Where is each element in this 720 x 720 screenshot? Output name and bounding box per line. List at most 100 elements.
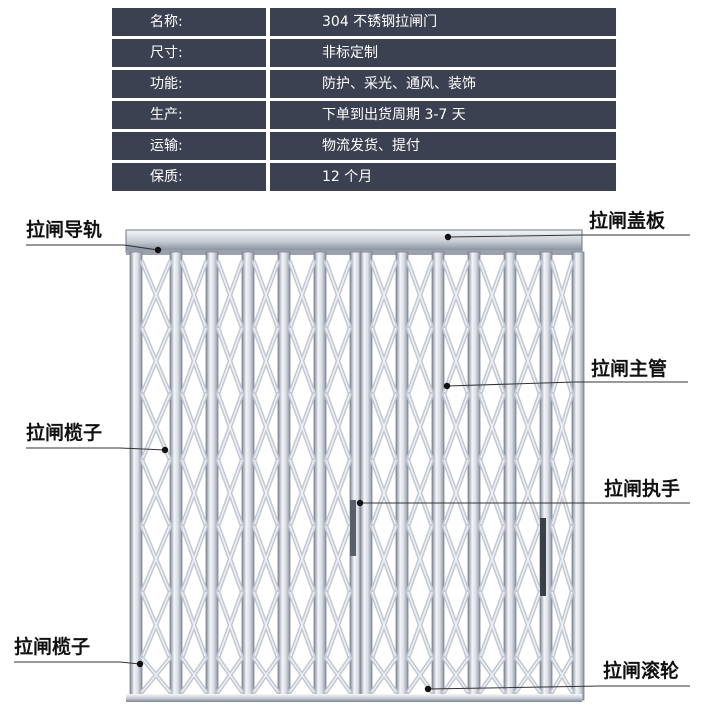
bottom-rail [126,694,582,702]
leader-dot [356,499,364,507]
spec-value: 物流发货、提付 [270,132,616,160]
lattice-highlight [371,327,397,395]
label-roller: 拉闸滚轮 [603,660,680,682]
label-guide-rail: 拉闸导轨 [26,219,103,241]
spec-key: 名称: [112,8,266,36]
lattice-highlight [217,393,243,461]
label-cover-plate: 拉闸盖板 [589,210,666,232]
gate-post [313,251,327,701]
lattice-highlight [371,261,397,329]
spec-row-shipping: 运输: 物流发货、提付 [112,132,616,160]
gate-post [205,251,219,701]
gate-post [129,251,143,701]
lattice-highlight [551,393,573,461]
lattice-highlight [407,459,433,527]
leader-line [447,234,690,238]
lattice-highlight [515,657,541,693]
lattice-highlight [407,525,433,593]
lattice-highlight [443,459,469,527]
spec-key: 功能: [112,70,266,98]
lattice-highlight [253,525,279,593]
handle-bar [540,518,546,596]
spec-value: 下单到出货周期 3-7 天 [270,101,616,129]
leader-line [427,685,690,690]
spec-row-warranty: 保质: 12 个月 [112,163,616,191]
lattice-highlight [253,393,279,461]
spec-value: 防护、采光、通风、装饰 [270,70,616,98]
leader-dot [444,233,452,241]
leader-dot [136,660,144,668]
lattice-highlight [443,525,469,593]
lattice-highlight [141,525,171,593]
lattice-highlight [551,261,573,329]
lattice-highlight [551,459,573,527]
lattice-highlight [181,525,207,593]
lattice-highlight [407,327,433,395]
lattice-highlight [479,261,505,329]
spec-row-name: 名称: 304 不锈钢拉闸门 [112,8,616,36]
spec-row-size: 尺寸: 非标定制 [112,39,616,67]
gate-post [539,251,553,701]
label-main-tube: 拉闸主管 [591,358,668,380]
gate-post [431,251,445,701]
leader-line [14,661,141,665]
lattice-highlight [325,657,351,693]
lattice-highlight [443,591,469,659]
lattice-highlight [253,591,279,659]
lattice-highlight [325,591,351,659]
leader-dot [443,382,451,390]
lattice-highlight [141,657,171,693]
top-rail [125,229,583,253]
label-lattice-upper: 拉闸榄子 [26,422,103,444]
lattice-highlight [515,327,541,395]
lattice-highlight [289,525,315,593]
leader-line [446,381,688,387]
lattice-highlight [479,393,505,461]
lattice-highlight [253,657,279,693]
gate-frame [125,229,585,702]
spec-key: 生产: [112,101,266,129]
lattice-highlight [325,525,351,593]
gate-post [503,251,517,701]
gate-post [359,251,373,701]
gate-post [467,251,481,701]
lattice-highlight [371,657,397,693]
spec-row-production: 生产: 下单到出货周期 3-7 天 [112,101,616,129]
spec-key: 运输: [112,132,266,160]
lattice-highlight [289,327,315,395]
lattice-highlight [325,327,351,395]
lattice-highlight [443,657,469,693]
lattice-highlight [515,459,541,527]
lattice-highlight [515,261,541,329]
lattice-highlight [551,591,573,659]
leader-dot [424,685,432,693]
lattice-highlight [479,591,505,659]
gate-post [241,251,255,701]
spec-value: 非标定制 [270,39,616,67]
lattice-highlight [289,393,315,461]
label-handle: 拉闸执手 [604,478,681,500]
lattice-highlight [551,525,573,593]
lattice-highlight [325,393,351,461]
gate-post [169,251,183,701]
lattice-highlight [141,591,171,659]
lattice-highlight [253,327,279,395]
lattice-highlight [181,459,207,527]
lattice-highlight [515,393,541,461]
lattice-highlight [515,525,541,593]
lattice-highlight [407,261,433,329]
lattice-highlight [325,261,351,329]
spec-value: 304 不锈钢拉闸门 [270,8,616,36]
lattice-highlight [141,261,171,329]
lattice-highlight [479,525,505,593]
leader-line [26,244,159,251]
leader-lines [14,233,690,693]
lattice-highlight [371,459,397,527]
lattice-highlight [443,261,469,329]
lattice-highlight [217,459,243,527]
lattice-highlight [141,459,171,527]
lattice-highlight [253,261,279,329]
lattice-highlight [217,591,243,659]
lattice-highlight [479,459,505,527]
leader-line [26,447,166,451]
